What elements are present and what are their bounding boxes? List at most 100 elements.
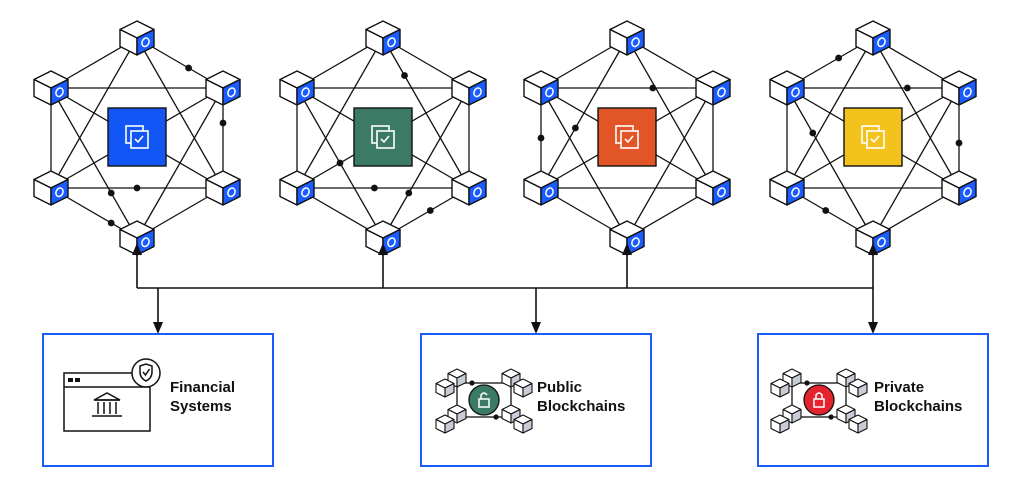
link-dot [185,64,193,72]
link-dot [804,380,810,386]
ring-icon [141,237,150,248]
ring-icon [963,187,972,198]
financial-systems-box: Financial Systems [42,333,274,467]
public-blockchains-border [420,333,652,467]
ring-icon [877,237,886,248]
network-1 [33,20,241,256]
network-cube-1 [855,20,891,56]
link-dot [904,84,911,92]
ring-icon [387,237,396,248]
lock-open-icon [468,384,500,416]
network-cube-6 [769,70,805,106]
ring-icon [791,187,800,198]
network-cube-4 [609,220,645,256]
network-cube-5 [33,170,69,206]
link-dot [371,184,378,192]
ring-icon [717,87,726,98]
mini-cube-3 [501,368,521,388]
ring-icon [631,37,640,48]
link-dot [835,54,842,62]
financial-systems-label: Financial Systems [170,379,239,415]
network-cube-3 [695,170,731,206]
network-cube-2 [451,70,487,106]
network-cube-1 [609,20,645,56]
link-dot [493,414,499,420]
blockchain-networks [33,20,977,256]
link-dot [107,219,115,227]
arrow-down-financial [153,322,163,334]
ring-icon [631,237,640,248]
network-cube-3 [451,170,487,206]
locked-blockchain-icon [770,368,868,434]
link-dot [426,207,434,214]
mini-cube-5 [782,404,802,424]
network-cube-6 [523,70,559,106]
ring-icon [791,87,800,98]
mini-cube-6 [770,414,790,434]
network-cube-1 [119,20,155,56]
network-cube-4 [365,220,401,256]
network-cube-1 [365,20,401,56]
mini-cube-4 [513,378,533,398]
network-3 [523,20,731,256]
arrow-up-network-1 [132,243,142,255]
private-blockchains-box: Private Blockchains [757,333,989,467]
link-dot [107,189,115,197]
network-cube-4 [855,220,891,256]
mini-cube-7 [836,404,856,424]
arrow-up-network-3 [622,243,632,255]
mini-cube-7 [501,404,521,424]
link-dot [822,207,830,214]
ring-icon [227,87,236,98]
ring-icon [717,187,726,198]
link-dot [955,139,963,147]
arrow-down-private [868,322,878,334]
unlocked-blockchain-icon [435,368,533,434]
link-dot [401,72,408,79]
bank-window-shield-icon [63,358,161,432]
arrow-down-public [531,322,541,334]
ring-icon [545,87,554,98]
mini-cube-2 [770,378,790,398]
ring-icon [55,87,64,98]
private-blockchains-label: Private Blockchains [874,379,962,415]
link-dot [219,119,227,127]
link-dot [133,184,141,192]
network-cube-6 [33,70,69,106]
mini-cube-6 [435,414,455,434]
copy-check-icon [371,125,395,149]
ring-icon [473,87,482,98]
link-dot [537,134,545,142]
network-cube-2 [695,70,731,106]
network-cube-5 [279,170,315,206]
mini-cube-4 [848,378,868,398]
mini-cube-2 [435,378,455,398]
network-cube-5 [523,170,559,206]
network-4 [769,20,977,256]
ring-icon [877,37,886,48]
public-blockchains-box: Public Blockchains [420,333,652,467]
ring-icon [473,187,482,198]
link-dot [336,159,344,167]
arrow-up-network-2 [378,243,388,255]
network-cube-2 [205,70,241,106]
ring-icon [301,87,310,98]
ring-icon [545,187,554,198]
link-dot [828,414,834,420]
ring-icon [963,87,972,98]
arrow-up-network-4 [868,243,878,255]
private-blockchains-border [757,333,989,467]
ring-icon [141,37,150,48]
network-cube-3 [205,170,241,206]
network-cube-5 [769,170,805,206]
mini-cube-8 [513,414,533,434]
connector-lines [136,252,874,325]
link-dot [572,124,579,132]
network-cube-3 [941,170,977,206]
lock-closed-icon [803,384,835,416]
mini-cube-8 [848,414,868,434]
copy-check-icon [615,125,639,149]
link-dot [809,129,817,137]
network-2 [279,20,487,256]
public-blockchains-label: Public Blockchains [537,379,625,415]
